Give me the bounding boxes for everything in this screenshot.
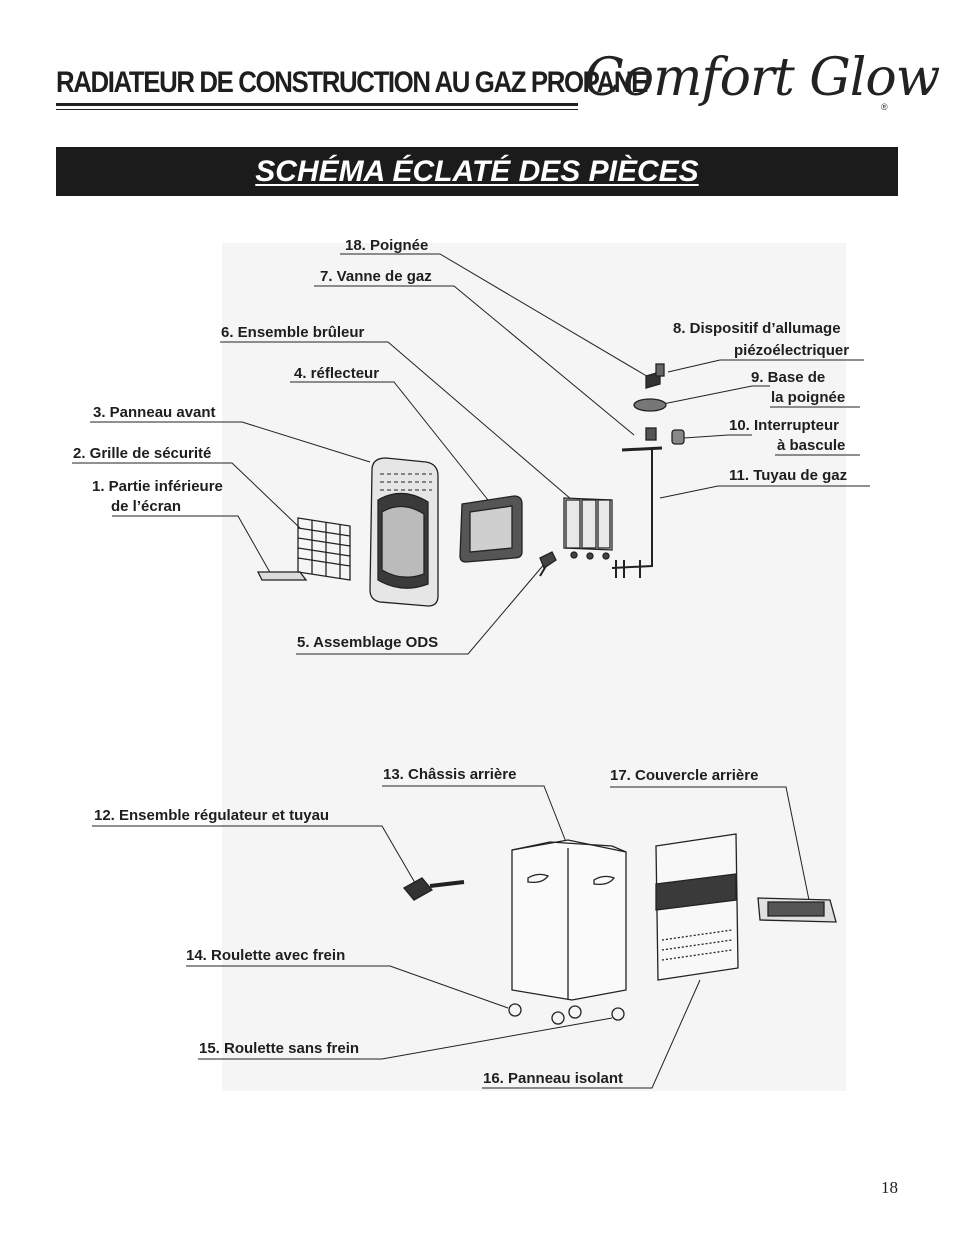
registered-mark: ® [881, 102, 888, 112]
label-part-13: 13. Châssis arrière [383, 766, 517, 783]
part-3-front-panel [369, 457, 439, 607]
label-part-9-line1: 9. Base de [751, 369, 826, 386]
brand-logo: Comfort Glow [584, 48, 940, 108]
label-part-8-line2: piézoélectriquer [734, 342, 850, 359]
label-part-14: 14. Roulette avec frein [186, 947, 346, 964]
label-part-15: 15. Roulette sans frein [199, 1040, 360, 1057]
page-number: 18 [881, 1178, 898, 1197]
part-13-rear-chassis [511, 839, 627, 1001]
part-10-rocker-switch [645, 427, 685, 445]
label-part-16: 16. Panneau isolant [483, 1070, 624, 1087]
label-part-8-line1: 8. Dispositif d’allumage [673, 320, 841, 337]
section-title: SCHÉMA ÉCLATÉ DES PIÈCES [255, 154, 699, 188]
part-12-regulator-hose [402, 877, 465, 901]
part-5-ods-assembly [539, 551, 557, 577]
part-2-safety-grille [297, 517, 351, 581]
part-4-reflector [459, 495, 523, 563]
label-part-1-line1: 1. Partie inférieure [92, 478, 223, 495]
leader-lines [72, 253, 870, 1089]
part-15-caster-no-brake [568, 1005, 625, 1021]
label-part-9-line2: la poignée [771, 389, 846, 406]
part-16-insulating-panel [655, 833, 739, 981]
label-part-11: 11. Tuyau de gaz [729, 467, 848, 484]
section-banner: SCHÉMA ÉCLATÉ DES PIÈCES [56, 147, 898, 196]
part-14-caster-brake [508, 1003, 565, 1025]
label-part-17: 17. Couvercle arrière [610, 767, 759, 784]
part-17-rear-cover [757, 897, 837, 923]
header-rule-top [56, 103, 578, 106]
label-part-10-line2: à bascule [777, 437, 846, 454]
label-part-18: 18. Poignée [345, 237, 429, 254]
label-part-10-line1: 10. Interrupteur [729, 417, 840, 434]
part-1-screen-bottom [256, 571, 308, 581]
label-part-5: 5. Assemblage ODS [297, 634, 439, 651]
part-8-piezo-igniter [655, 363, 665, 377]
part-9-handle-base [633, 398, 667, 412]
label-part-4: 4. réflecteur [294, 365, 380, 382]
part-6-burner-assembly [563, 497, 613, 560]
page-title: RADIATEUR DE CONSTRUCTION AU GAZ PROPANE [56, 66, 648, 99]
header-rule-bottom [56, 109, 578, 110]
label-part-7: 7. Vanne de gaz [320, 268, 432, 285]
part-11-gas-pipe [611, 446, 663, 578]
label-part-6: 6. Ensemble brûleur [221, 324, 365, 341]
label-part-12: 12. Ensemble régulateur et tuyau [94, 807, 330, 824]
label-part-1-line2: de l’écran [111, 498, 182, 515]
label-part-2: 2. Grille de sécurité [73, 445, 212, 462]
label-part-3: 3. Panneau avant [93, 404, 216, 421]
